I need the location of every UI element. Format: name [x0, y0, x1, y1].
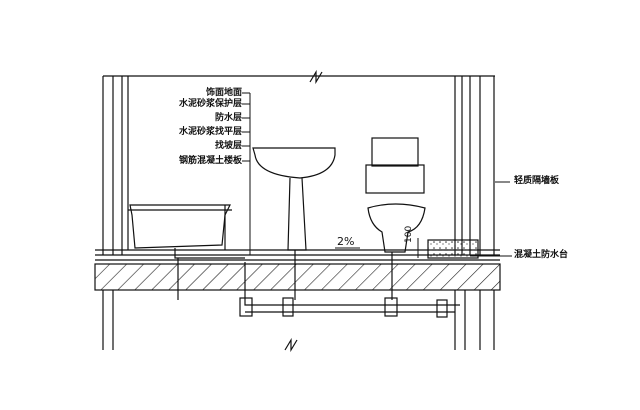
curb-label: 混凝土防水台 [514, 250, 569, 260]
break-mark-top [309, 69, 323, 85]
right-partition-wall [454, 76, 495, 350]
left-wall [102, 76, 129, 350]
layer-label-rc-slab: 钢筋混凝土楼板 [178, 156, 242, 166]
drain-pipes [177, 258, 466, 350]
curb-height-label: 100 [404, 225, 414, 243]
layer-label-waterproof: 防水层 [214, 113, 242, 123]
layer-label-mortar-protection: 水泥砂浆保护层 [178, 99, 242, 109]
layer-label-finish-floor: 饰面地面 [205, 88, 242, 98]
partition-label: 轻质隔墙板 [514, 176, 560, 186]
concrete-slab [94, 263, 501, 291]
bathtub [128, 204, 245, 259]
break-mark-bottom [284, 337, 298, 353]
layer-leaders [242, 92, 512, 258]
wash-basin [252, 147, 336, 300]
toilet [365, 137, 426, 300]
concrete-curb [427, 239, 479, 259]
slope-label: 2% [337, 235, 355, 248]
layer-label-mortar-leveling: 水泥砂浆找平层 [178, 127, 242, 137]
layer-label-slope: 找坡层 [214, 141, 242, 151]
